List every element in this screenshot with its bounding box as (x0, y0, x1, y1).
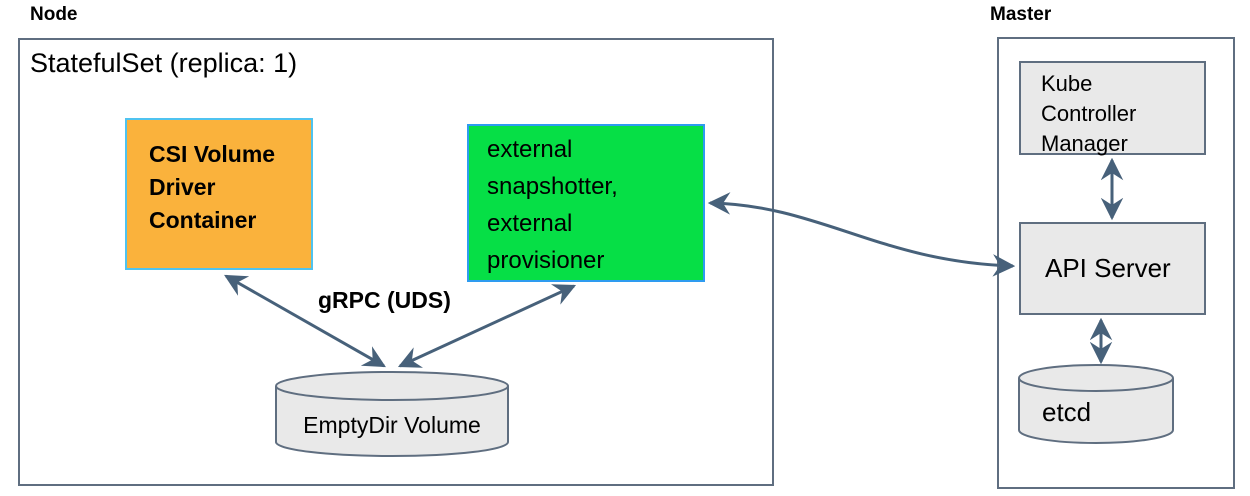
api-server-box: API Server (1019, 222, 1206, 315)
api-server-label: API Server (1045, 253, 1171, 283)
master-region-label: Master (990, 4, 1052, 25)
csi-box-line: Driver (149, 174, 216, 200)
kcm-box-line: Controller (1041, 101, 1137, 126)
sidecar-box-line: external (487, 210, 573, 237)
csi-volume-driver-container-box: CSI Volume Driver Container (125, 118, 313, 270)
statefulset-label: StatefulSet (replica: 1) (30, 48, 298, 78)
kcm-box-line: Manager (1041, 131, 1128, 156)
kcm-box-line: Kube (1041, 71, 1093, 96)
grpc-uds-label: gRPC (UDS) (318, 287, 451, 313)
sidecar-box-line: external (487, 136, 573, 163)
sidecar-box-line: snapshotter, (487, 173, 618, 200)
csi-box-line: CSI Volume (149, 141, 276, 167)
csi-box-line: Container (149, 207, 257, 233)
sidecar-box-line: provisioner (487, 247, 605, 274)
external-snapshotter-provisioner-box: external snapshotter, external provision… (467, 124, 705, 282)
node-region-label: Node (30, 4, 78, 25)
kube-controller-manager-box: Kube Controller Manager (1019, 61, 1206, 156)
